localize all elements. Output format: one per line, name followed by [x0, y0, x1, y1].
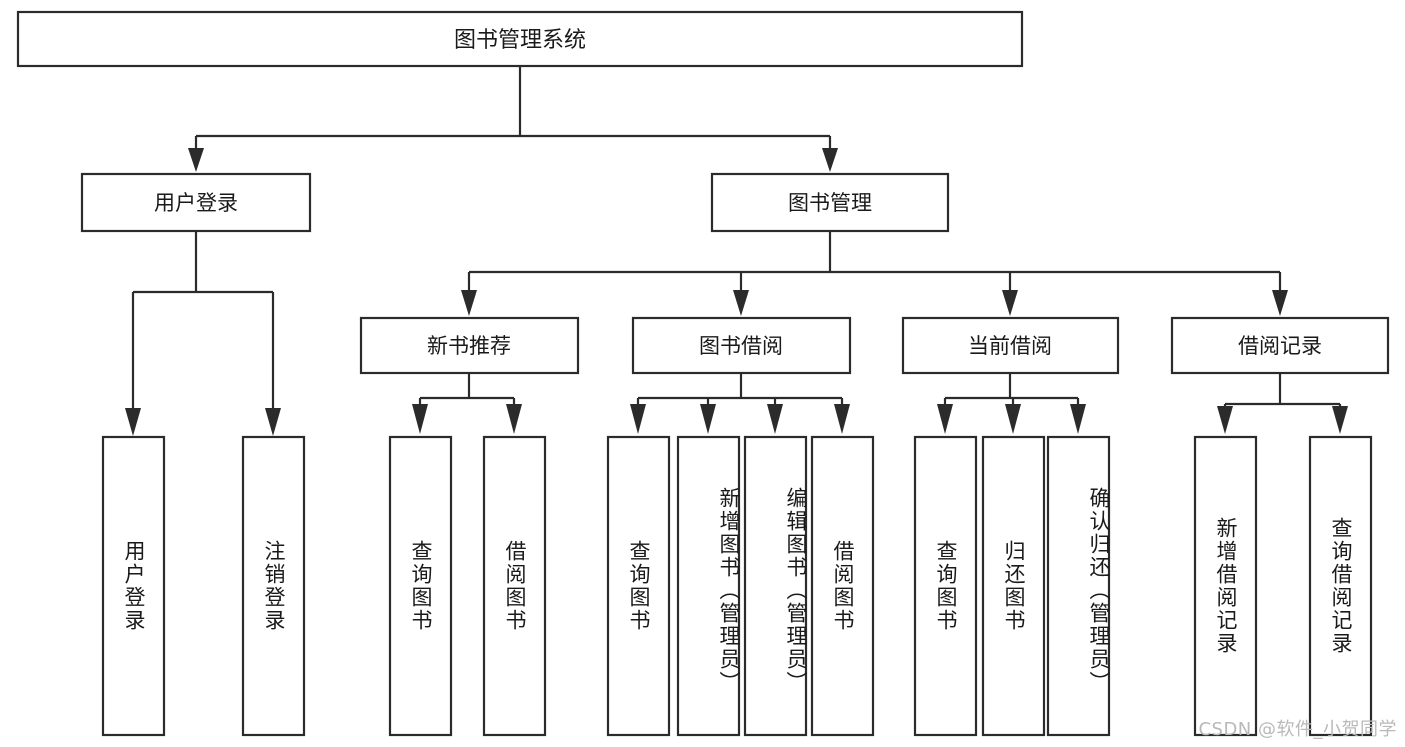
node-root-label: 图书管理系统: [454, 28, 586, 53]
node-book-borrow-label: 图书借阅: [699, 334, 783, 358]
node-leaf-10[interactable]: [981, 435, 1046, 737]
arrowhead-leaf-2: [265, 408, 281, 436]
arrowhead-user-login: [188, 148, 204, 172]
arrowhead-leaf-1: [125, 408, 141, 436]
arrowhead-leaf-8: [834, 404, 850, 434]
node-leaf-11[interactable]: [1046, 435, 1111, 737]
connector-layer: [125, 66, 1348, 436]
arrowhead-leaf-5: [630, 404, 646, 434]
node-book-mgmt-label: 图书管理: [788, 191, 872, 215]
arrowhead-new-book-rec: [461, 290, 477, 316]
arrowhead-leaf-7: [767, 404, 783, 434]
node-book-borrow[interactable]: [631, 316, 852, 375]
node-borrow-record[interactable]: [1170, 316, 1390, 375]
node-root[interactable]: [16, 10, 1024, 68]
node-leaf-4[interactable]: [482, 435, 547, 737]
arrowhead-leaf-12: [1217, 406, 1233, 434]
node-leaf-2[interactable]: [241, 435, 306, 737]
node-leaf-1[interactable]: [101, 435, 166, 737]
arrowhead-leaf-10: [1005, 404, 1021, 434]
node-book-mgmt[interactable]: [710, 172, 950, 233]
arrowhead-book-mgmt: [822, 148, 838, 172]
arrowhead-leaf-3: [412, 404, 428, 434]
node-leaf-12[interactable]: [1193, 435, 1258, 737]
node-leaf-9[interactable]: [913, 435, 978, 737]
node-leaf-6[interactable]: [676, 435, 741, 737]
node-leaf-5[interactable]: [606, 435, 671, 737]
node-leaf-7[interactable]: [743, 435, 808, 737]
node-new-book-rec-label: 新书推荐: [427, 334, 511, 358]
node-new-book-rec[interactable]: [359, 316, 580, 375]
node-leaf-8[interactable]: [810, 435, 875, 737]
arrowhead-borrow-record: [1272, 290, 1288, 316]
node-leaf-13[interactable]: [1308, 435, 1373, 737]
node-user-login-label: 用户登录: [154, 191, 238, 215]
arrowhead-current-borrow: [1002, 290, 1018, 316]
node-borrow-record-label: 借阅记录: [1238, 334, 1322, 358]
arrowhead-leaf-6: [700, 404, 716, 434]
watermark: CSDN @软件_小贺同学: [1198, 719, 1397, 740]
node-layer: 图书管理系统 用户登录 图书管理 新书推荐 图书借阅 当前借阅 借阅记录: [16, 10, 1390, 737]
node-current-borrow-label: 当前借阅: [968, 334, 1052, 358]
arrowhead-leaf-9: [937, 404, 953, 434]
node-current-borrow[interactable]: [901, 316, 1120, 375]
arrowhead-leaf-13: [1332, 406, 1348, 434]
node-user-login[interactable]: [80, 172, 312, 233]
node-leaf-3[interactable]: [388, 435, 453, 737]
arrowhead-leaf-11: [1070, 404, 1086, 434]
arrowhead-leaf-4: [506, 404, 522, 434]
arrowhead-book-borrow: [733, 290, 749, 316]
